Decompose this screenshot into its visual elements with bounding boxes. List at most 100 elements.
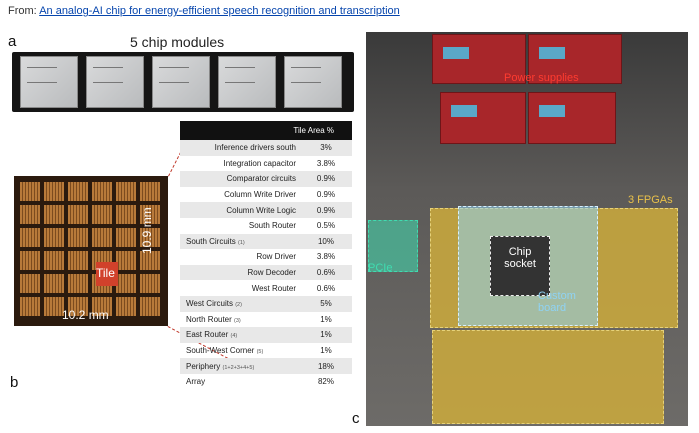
row-value: 0.9% xyxy=(300,202,352,218)
row-value: 10% xyxy=(300,233,352,250)
die-tile xyxy=(92,205,112,224)
die-tile xyxy=(140,228,160,247)
custom-board-label: Custom board xyxy=(538,290,576,314)
die-tile xyxy=(116,228,136,247)
die-tile xyxy=(20,182,40,201)
row-value: 5% xyxy=(300,295,352,312)
row-value: 18% xyxy=(300,358,352,374)
chip-socket-label: Chip socket xyxy=(504,246,536,270)
row-name: Integration capacitor xyxy=(223,158,297,168)
power-supply-unit xyxy=(432,34,526,84)
article-link[interactable]: An analog-AI chip for energy-efficient s… xyxy=(39,5,400,17)
die-width-label: 10.2 mm xyxy=(62,308,109,322)
table-row: Periphery (1+2+3+4+5) 18% xyxy=(180,358,352,374)
source-prefix: From: xyxy=(8,5,37,17)
row-value: 0.6% xyxy=(316,283,336,293)
die-tile xyxy=(44,182,64,201)
die-tile xyxy=(116,182,136,201)
chip-module xyxy=(218,56,276,108)
table-row: East Router (4) 1% xyxy=(180,327,352,343)
die-tile xyxy=(68,251,88,270)
chip-modules-title: 5 chip modules xyxy=(130,34,225,50)
row-value: 82% xyxy=(317,377,334,387)
row-name: West Router xyxy=(251,283,296,293)
row-name: South Circuits xyxy=(186,236,236,246)
row-value: 1% xyxy=(320,346,332,356)
die-tile xyxy=(20,274,40,293)
die-tile xyxy=(68,182,88,201)
die-tile xyxy=(68,205,88,224)
highlighted-tile xyxy=(96,262,118,286)
power-supply-unit xyxy=(528,34,622,84)
power-supply-unit xyxy=(528,92,616,144)
row-name: West Circuits xyxy=(186,299,233,309)
pcie-label: PCIe xyxy=(368,262,393,274)
chip-die-photo: Tile 10.9 mm 10.2 mm xyxy=(14,176,168,326)
row-name: Comparator circuits xyxy=(226,174,296,184)
row-value: 3.8% xyxy=(316,158,336,168)
die-tile xyxy=(44,251,64,270)
chip-socket-region xyxy=(490,236,550,296)
row-footnote: (2) xyxy=(235,302,242,309)
row-value: 3% xyxy=(300,140,352,156)
table-row: West Circuits (2) 5% xyxy=(180,295,352,312)
row-value: 0.6% xyxy=(300,264,352,281)
row-name: Array xyxy=(186,377,206,387)
source-line: From: An analog-AI chip for energy-effic… xyxy=(8,5,400,17)
row-name: East Router xyxy=(186,330,229,340)
table-row: South-West Corner (5)1% xyxy=(180,343,352,359)
die-tile xyxy=(140,274,160,293)
die-tile xyxy=(140,205,160,224)
chip-module xyxy=(284,56,342,108)
row-name: Row Decoder xyxy=(247,268,296,278)
row-footnote: (4) xyxy=(230,333,238,340)
die-tile xyxy=(44,297,64,316)
die-tile xyxy=(44,274,64,293)
row-value: 0.9% xyxy=(316,190,336,200)
row-footnote: (1) xyxy=(238,239,245,246)
row-name: Inference drivers south xyxy=(214,143,296,153)
table-row: West Router 0.6% xyxy=(180,280,352,296)
fpga-board xyxy=(432,330,664,424)
pcie-board xyxy=(368,220,418,272)
row-value: 1% xyxy=(300,327,352,343)
row-footnote: (3) xyxy=(234,317,241,324)
fpgas-label: 3 FPGAs xyxy=(628,194,673,206)
tile-label: Tile xyxy=(96,266,115,280)
row-name: North Router xyxy=(186,314,232,324)
die-tile xyxy=(116,297,136,316)
row-name: Row Driver xyxy=(256,252,296,262)
panel-a-label: a xyxy=(8,33,17,50)
chip-module xyxy=(152,56,210,108)
row-value: 3.8% xyxy=(316,252,336,262)
test-setup-photo: Power supplies 3 FPGAs PCIe Chip socket … xyxy=(366,32,688,426)
die-tile xyxy=(20,251,40,270)
table-row: Column Write Logic 0.9% xyxy=(180,202,352,218)
row-footnote: (5) xyxy=(256,349,264,356)
die-tile xyxy=(116,205,136,224)
row-name: Column Write Logic xyxy=(226,205,296,215)
chip-module xyxy=(20,56,78,108)
row-value: 1% xyxy=(320,314,332,324)
row-name: South Router xyxy=(248,221,296,231)
die-tile xyxy=(44,228,64,247)
chip-modules-photo xyxy=(12,52,354,112)
die-tile xyxy=(92,182,112,201)
table-row: South Router 0.5% xyxy=(180,218,352,234)
table-row: Row Decoder 0.6% xyxy=(180,264,352,281)
die-tile xyxy=(116,251,136,270)
die-tile xyxy=(116,274,136,293)
table-row: Array 82% xyxy=(180,374,352,390)
table-row: South Circuits (1) 10% xyxy=(180,233,352,250)
table-row: North Router (3) 1% xyxy=(180,312,352,328)
table-row: Inference drivers south 3% xyxy=(180,140,352,156)
die-tile xyxy=(68,228,88,247)
row-value: 0.5% xyxy=(316,221,336,231)
row-footnote: (1+2+3+4+5) xyxy=(222,364,255,371)
row-name: Periphery xyxy=(186,361,221,371)
table-row: Integration capacitor 3.8% xyxy=(180,156,352,172)
panel-c-label: c xyxy=(352,410,360,427)
die-tile xyxy=(68,297,88,316)
